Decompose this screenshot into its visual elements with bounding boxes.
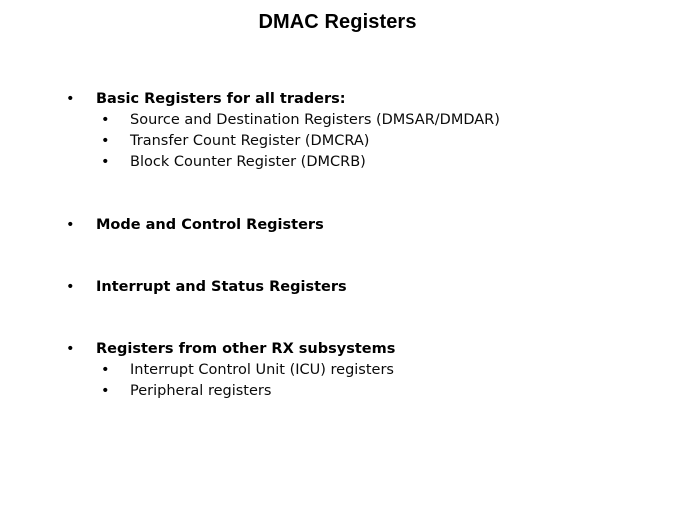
- bullet-level1-label: Interrupt and Status Registers: [96, 279, 347, 295]
- bullet-level1-label: Registers from other RX subsystems: [96, 341, 396, 357]
- section-spacer: [0, 173, 675, 214]
- bullet-level1-label: Mode and Control Registers: [96, 217, 324, 233]
- bullet-marker-icon: •: [66, 217, 75, 233]
- bullet-marker-icon: •: [66, 341, 75, 357]
- bullet-level2-label: Transfer Count Register (DMCRA): [130, 133, 370, 149]
- bullet-group-2: • Mode and Control Registers: [0, 214, 675, 236]
- bullet-content-area: • Basic Registers for all traders: • Sou…: [0, 88, 675, 402]
- bullet-group-1: • Basic Registers for all traders: • Sou…: [0, 88, 675, 173]
- bullet-group-3: • Interrupt and Status Registers: [0, 276, 675, 298]
- bullet-level1-mode-control: • Mode and Control Registers: [0, 214, 675, 236]
- page-title: DMAC Registers: [258, 11, 417, 33]
- bullet-level2-source-destination: • Source and Destination Registers (DMSA…: [0, 110, 675, 131]
- bullet-marker-icon: •: [66, 279, 75, 295]
- bullet-level2-icu-registers: • Interrupt Control Unit (ICU) registers: [0, 360, 675, 381]
- bullet-level2-label: Source and Destination Registers (DMSAR/…: [130, 112, 500, 128]
- bullet-level1-other-rx-subsystems: • Registers from other RX subsystems: [0, 338, 675, 360]
- bullet-level2-label: Peripheral registers: [130, 383, 272, 399]
- bullet-marker-icon: •: [101, 383, 110, 399]
- bullet-level1-label: Basic Registers for all traders:: [96, 91, 346, 107]
- bullet-level2-label: Block Counter Register (DMCRB): [130, 154, 366, 170]
- section-spacer: [0, 298, 675, 338]
- bullet-marker-icon: •: [66, 91, 75, 107]
- bullet-level2-label: Interrupt Control Unit (ICU) registers: [130, 362, 394, 378]
- section-spacer: [0, 236, 675, 276]
- bullet-marker-icon: •: [101, 362, 110, 378]
- bullet-level2-peripheral-registers: • Peripheral registers: [0, 381, 675, 402]
- bullet-marker-icon: •: [101, 154, 110, 170]
- bullet-marker-icon: •: [101, 133, 110, 149]
- bullet-level2-transfer-count: • Transfer Count Register (DMCRA): [0, 131, 675, 152]
- bullet-marker-icon: •: [101, 112, 110, 128]
- bullet-level1-basic-registers: • Basic Registers for all traders:: [0, 88, 675, 110]
- bullet-level2-block-counter: • Block Counter Register (DMCRB): [0, 152, 675, 173]
- bullet-level1-interrupt-status: • Interrupt and Status Registers: [0, 276, 675, 298]
- bullet-group-4: • Registers from other RX subsystems • I…: [0, 338, 675, 402]
